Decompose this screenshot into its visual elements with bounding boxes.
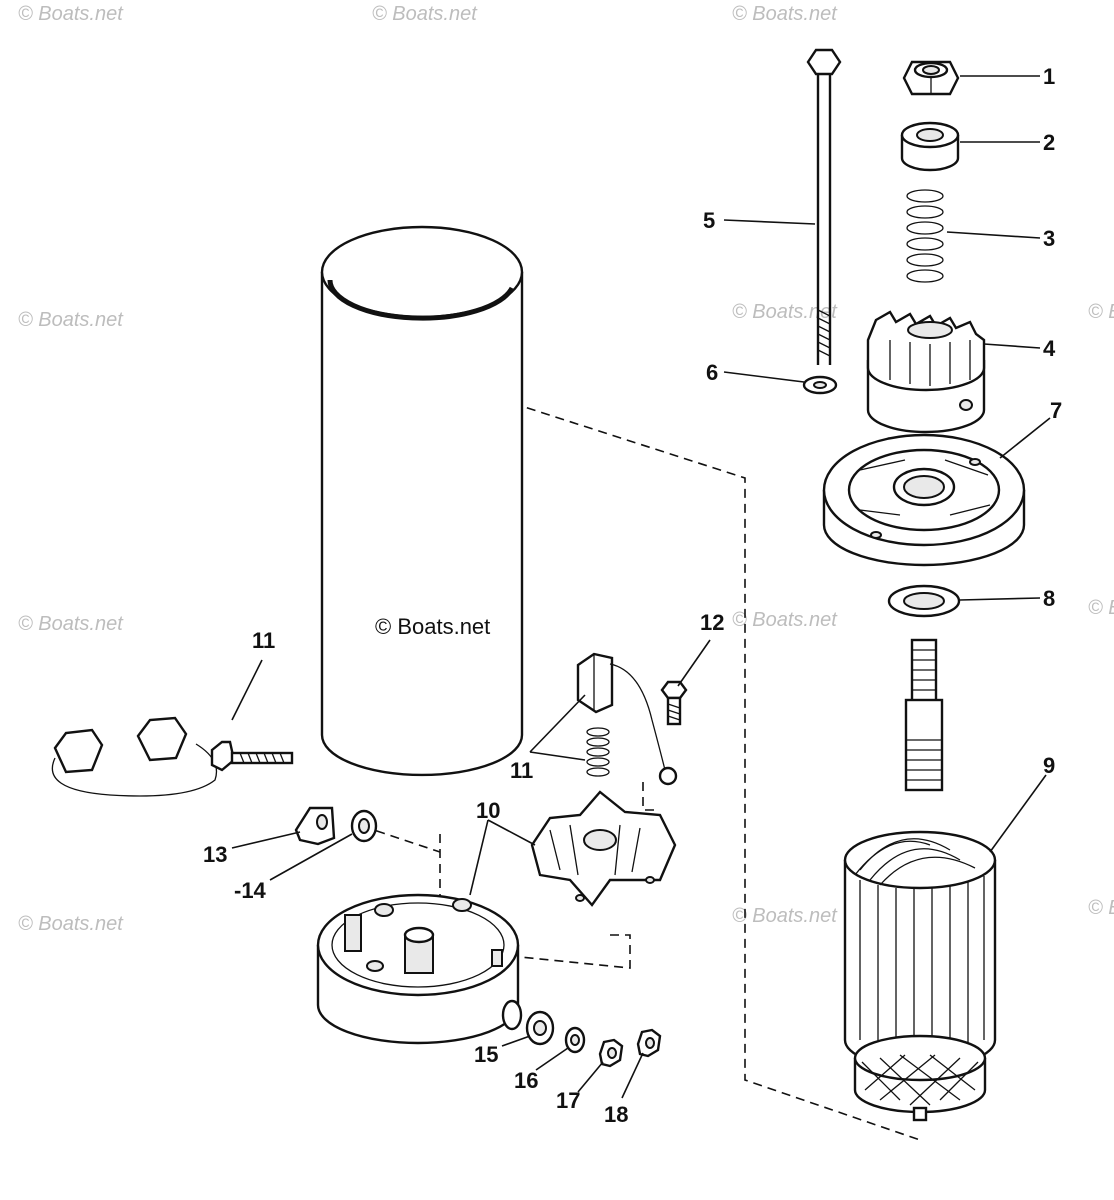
center-watermark: © Boats.net — [375, 614, 490, 639]
callout-11-left: 11 — [252, 628, 275, 653]
watermark: © Boats.net — [18, 613, 124, 635]
watermark-layer: © Boats.net © Boats.net © Boats.net © Bo… — [18, 3, 1114, 935]
watermark: © Boats.net — [1088, 301, 1114, 323]
terminal-insulator-part — [294, 806, 336, 846]
callout-4: 4 — [1043, 336, 1056, 361]
positive-brush-set-part — [51, 716, 294, 797]
nut-part — [902, 60, 960, 96]
callout-10: 10 — [476, 798, 500, 823]
watermark: © Boats.net — [372, 3, 478, 25]
callout-18: 18 — [604, 1102, 628, 1127]
callout-17: 17 — [556, 1088, 580, 1113]
watermark: © Boats.net — [18, 3, 124, 25]
callout-15: 15 — [474, 1042, 498, 1067]
washer-part — [802, 375, 838, 395]
commutator-end-cap-part — [316, 893, 523, 1045]
spacer-part — [900, 121, 960, 172]
brush-holder-part — [530, 790, 677, 907]
callout-12: 12 — [700, 610, 724, 635]
callout-14: -14 — [234, 878, 267, 903]
callout-16: 16 — [514, 1068, 538, 1093]
thrust-washer-part — [887, 584, 961, 618]
callout-13: 13 — [203, 842, 227, 867]
watermark: © Boats.net — [18, 309, 124, 331]
watermark: © Boats.net — [732, 3, 838, 25]
watermark: © Boats.net — [732, 905, 838, 927]
callout-7: 7 — [1050, 398, 1062, 423]
callout-11-right: 11 — [510, 758, 533, 783]
pinion-gear-part — [866, 310, 986, 434]
screw-part — [660, 680, 688, 726]
insulating-washer-part — [350, 809, 378, 843]
callout-6: 6 — [706, 360, 718, 385]
callout-1: 1 — [1043, 64, 1055, 89]
brush-spring-assembly-part — [576, 652, 678, 786]
watermark: © Boats.net — [18, 913, 124, 935]
leader-lines — [231, 75, 1051, 1099]
callout-3: 3 — [1043, 226, 1055, 251]
callout-labels: 1 2 3 4 5 6 7 8 9 10 11 11 12 13 -14 15 … — [203, 64, 1062, 1127]
callout-2: 2 — [1043, 130, 1055, 155]
callout-8: 8 — [1043, 586, 1055, 611]
callout-9: 9 — [1043, 753, 1055, 778]
drive-end-cap-part — [822, 433, 1026, 567]
watermark: © Boats.net — [1088, 597, 1114, 619]
terminal-hardware-parts — [525, 1010, 662, 1068]
through-bolt-part — [806, 48, 842, 365]
callout-5: 5 — [703, 208, 715, 233]
field-frame-part: © Boats.net — [320, 225, 524, 777]
watermark: © Boats.net — [732, 609, 838, 631]
armature-part — [843, 638, 997, 1122]
watermark: © Boats.net — [732, 301, 838, 323]
spring-part — [906, 189, 944, 283]
watermark: © Boats.net — [1088, 897, 1114, 919]
